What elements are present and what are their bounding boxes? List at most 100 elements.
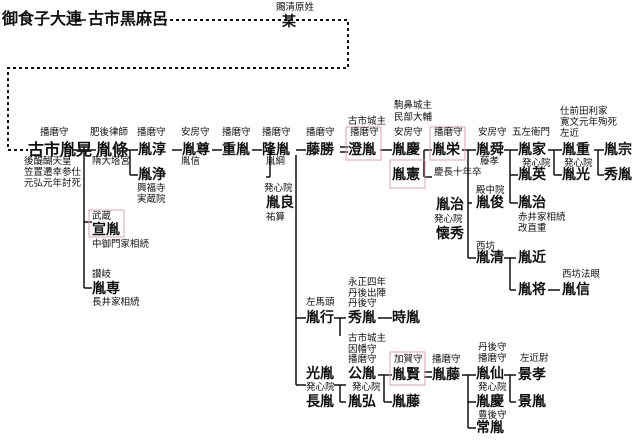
note: 播磨守	[262, 127, 291, 138]
name-inshun: 胤舜	[476, 142, 504, 158]
note: 元弘元年討死	[24, 178, 82, 189]
name-inka: 胤家	[518, 142, 546, 158]
note: 祐算	[266, 212, 286, 223]
note: 播磨守	[137, 127, 166, 138]
note: 丹後守	[348, 298, 377, 309]
name-kaishu: 懐秀	[436, 226, 464, 242]
note: 胤綱	[266, 156, 286, 167]
note: 駒鼻城主	[394, 100, 433, 111]
note: 左近	[560, 128, 580, 139]
note: 播磨守	[434, 127, 463, 138]
name-shuuin2: 秀胤	[348, 310, 376, 326]
note: 西坊	[476, 241, 496, 252]
note: 古市城主	[348, 116, 387, 127]
note: 因幡守	[348, 344, 377, 355]
note: 西坊法眼	[562, 269, 601, 280]
name-jouin: 常胤	[476, 420, 504, 436]
name-inji2: 胤治	[518, 195, 546, 211]
name-insho: 胤将	[518, 282, 546, 298]
name-keiin: 景胤	[518, 394, 546, 410]
name-inshuu: 胤宗	[604, 142, 632, 158]
name-inkan: 古市胤晃	[28, 140, 93, 159]
name-inei2: 胤英	[518, 167, 546, 183]
name-injuu: 胤重	[562, 142, 590, 158]
name-kuromaro: 古市黒麻呂	[88, 9, 169, 28]
name-inkei: 胤慶	[392, 142, 420, 158]
name-inryo: 胤良	[266, 195, 294, 211]
name-shuuin: 秀胤	[604, 167, 632, 183]
note: 実蔵院	[137, 194, 166, 205]
note: 発心院	[306, 382, 335, 393]
note: 発心院	[478, 382, 507, 393]
note: 改直重	[518, 223, 547, 234]
name-kouin2: 公胤	[348, 366, 376, 382]
note: 武蔵	[92, 211, 112, 222]
note: 左近尉	[520, 353, 549, 364]
note: 殿中院	[476, 185, 505, 196]
name-ryuin: 隆胤	[262, 142, 290, 158]
note: 後醍醐天皇	[24, 156, 72, 167]
name-inkou2: 胤弘	[348, 394, 376, 410]
name-keikou: 景孝	[518, 367, 546, 383]
name-injo: 胤條	[96, 140, 129, 159]
note: 発心院	[352, 382, 381, 393]
note: 安房守	[181, 127, 210, 138]
note: 安房守	[394, 127, 423, 138]
note: 笠置遷幸参仕	[24, 167, 82, 178]
name-toushou: 藤勝	[306, 142, 334, 158]
note: 安房守	[478, 127, 507, 138]
note: 播磨守	[222, 127, 251, 138]
note: 賜清原姓	[276, 2, 315, 13]
highlight-box	[88, 209, 125, 238]
note: 肥後律師	[90, 127, 129, 138]
note: 中御門家相続	[92, 239, 150, 250]
note: 播磨守	[40, 127, 69, 138]
note: 寛文元年殉死	[560, 117, 618, 128]
dashed-link-kuromaro-bou	[7, 19, 349, 151]
note: 胤信	[181, 156, 201, 167]
name-inken2: 胤賢	[392, 367, 420, 383]
note: 仕前田利家	[560, 106, 608, 117]
note: 藤孝	[480, 156, 500, 167]
note: 播磨守	[348, 354, 377, 365]
name-inkou: 胤光	[562, 167, 590, 183]
note: 発心院	[434, 214, 463, 225]
note: 丹後出陣	[348, 288, 387, 299]
name-insen: 胤専	[92, 281, 120, 297]
name-mikeko: 御食子大連	[2, 9, 83, 28]
highlight-box	[389, 351, 426, 386]
note: 播磨守	[350, 127, 379, 138]
note: 古市城主	[348, 333, 387, 344]
name-inshun2: 胤俊	[476, 195, 504, 211]
note: 五左衛門	[512, 127, 551, 138]
note: 左馬頭	[306, 297, 335, 308]
note: 永正四年	[348, 277, 387, 288]
note: 発心院	[564, 158, 593, 169]
name-intou: 胤藤	[392, 394, 420, 410]
name-jiin: 時胤	[392, 310, 420, 326]
name-injou: 胤浄	[138, 167, 166, 183]
note: 豊後守	[478, 410, 507, 421]
note: 発心院	[264, 183, 293, 194]
note: 丹後守	[478, 342, 507, 353]
name-inko: 胤行	[306, 310, 334, 326]
note: 播磨守	[306, 127, 335, 138]
highlight-box	[429, 126, 466, 161]
name-chouin: 長胤	[306, 394, 334, 410]
note: 慶長十年卒	[434, 167, 482, 178]
note: 赤井家相続	[518, 212, 566, 223]
note: 加賀守	[394, 354, 423, 365]
name-inshin-b: 胤信	[562, 282, 590, 298]
name-kouin: 光胤	[306, 366, 334, 382]
note: 播磨守	[478, 353, 507, 364]
name-senin: 宣胤	[92, 222, 120, 238]
name-insei: 胤清	[476, 250, 504, 266]
note: 発心院	[522, 158, 551, 169]
note: 隋大塔宮	[92, 156, 131, 167]
name-choin: 澄胤	[348, 142, 376, 158]
note: 播磨守	[432, 354, 461, 365]
note: 興福寺	[137, 183, 166, 194]
name-inken: 胤憲	[392, 167, 420, 183]
name-insen2: 胤仙	[476, 366, 504, 382]
